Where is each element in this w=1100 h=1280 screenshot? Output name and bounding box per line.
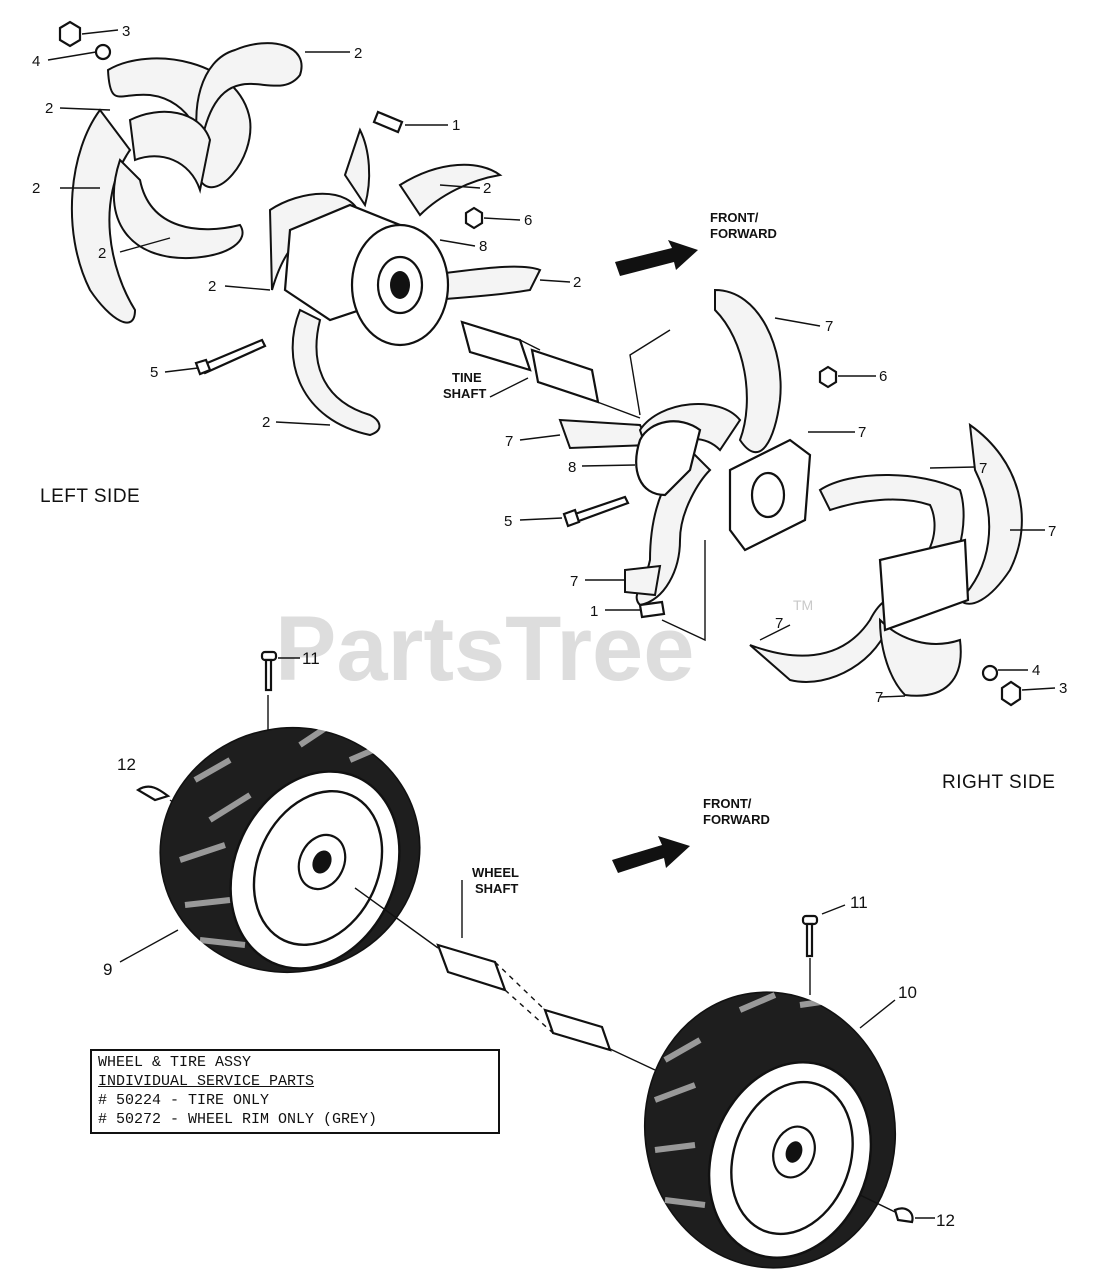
right-tine-assembly: 7 6 7 7 8 7 7 5 7 1 7 4 3 7 [504,288,1067,707]
left-side-label: LEFT SIDE [40,486,140,507]
callout-number: 5 [504,513,512,530]
clevis-pin [805,922,814,958]
callout-number: 7 [875,689,883,706]
right-hub-bore [750,471,786,519]
right-wheel-hub-hole [785,1141,803,1163]
left-wheel-hub-hole [312,850,332,874]
left-tine-blade [195,42,303,151]
clevis-pin [264,658,273,692]
clevis-pin [260,650,278,662]
front-forward-arrow: FRONT/ FORWARD [612,796,770,873]
left-tine-blade [429,265,542,302]
callout-number: 2 [208,278,216,295]
tine-shaft-label: TINE [452,370,482,385]
lock-washer [981,664,999,682]
long-bolt [570,495,630,524]
callout-number: 7 [570,573,578,590]
callout-number: 7 [825,318,833,335]
left-tine-blade [112,158,244,260]
long-bolt-head [194,358,212,376]
wheel-shaft-label: SHAFT [475,881,518,896]
callout-number: 2 [573,274,581,291]
service-box-title: WHEEL & TIRE ASSY [98,1054,252,1071]
lock-washer [94,43,112,61]
front-forward-arrow: FRONT/ FORWARD [615,210,777,276]
tine-shaft-label: SHAFT [443,386,486,401]
callout-number: 12 [117,755,136,774]
hex-nut [818,365,838,389]
hex-nut [58,20,82,48]
right-tine-blade [714,288,782,454]
callout-number: 1 [452,117,460,134]
right-wheel-assembly: 11 10 12 [643,893,955,1269]
tine-shaft: TINE SHAFT [443,320,641,419]
left-tine-assembly: 3 4 2 2 1 2 2 6 8 2 2 2 5 2 [32,20,581,437]
callout-number: 2 [45,100,53,117]
right-tine-blade [878,617,962,697]
callout-number: 7 [979,460,987,477]
right-tine-blade [958,422,1023,605]
right-hub-flange [635,420,702,497]
hex-nut [464,206,484,230]
service-parts-box: WHEEL & TIRE ASSY INDIVIDUAL SERVICE PAR… [90,1049,500,1134]
hairpin-clip [893,1207,914,1224]
callout-number: 5 [150,364,158,381]
watermark-tm: TM [793,597,813,613]
right-tine-blade [624,564,662,597]
clevis-pin [801,914,819,926]
hairpin-clip [135,785,171,802]
callout-number: 3 [122,23,130,40]
direction-label: FRONT/ [710,210,759,225]
callout-number: 12 [936,1211,955,1230]
callout-number: 2 [483,180,491,197]
direction-label: FORWARD [710,226,777,241]
direction-label: FRONT/ [703,796,752,811]
callout-number: 4 [1032,662,1040,679]
callout-number: 6 [524,212,532,229]
callout-number: 7 [775,615,783,632]
callout-number: 4 [32,53,40,70]
left-tine-blade [291,308,381,437]
right-side-label: RIGHT SIDE [942,772,1055,793]
callout-number: 9 [103,960,112,979]
wheel-shaft-label: WHEEL [472,865,519,880]
callout-number: 2 [262,414,270,431]
callout-number: 11 [850,893,868,912]
service-box-item: # 50224 - TIRE ONLY [98,1092,270,1109]
callout-number: 3 [1059,680,1067,697]
callout-number: 8 [479,238,487,255]
service-box-subtitle: INDIVIDUAL SERVICE PARTS [98,1073,315,1090]
callout-number: 1 [590,603,598,620]
hex-bolt [638,600,666,619]
callout-number: 10 [898,983,917,1002]
hex-bolt [372,110,404,134]
hex-nut [1000,680,1022,707]
right-mount-plate [878,538,970,632]
callout-number: 8 [568,459,576,476]
callout-number: 7 [505,433,513,450]
callout-number: 11 [302,649,320,668]
watermark-text: PartsTree [275,598,694,700]
callout-number: 7 [1048,523,1056,540]
callout-number: 6 [879,368,887,385]
right-tine-blade [749,600,892,683]
right-tine-blade [558,418,652,450]
left-hub-bore-hole [390,271,410,299]
callout-number: 7 [858,424,866,441]
long-bolt-head [562,508,581,528]
wheel-shaft: WHEEL SHAFT [354,865,656,1071]
callout-number: 2 [354,45,362,62]
callout-number: 2 [98,245,106,262]
callout-number: 2 [32,180,40,197]
left-wheel-assembly: 11 12 9 [103,649,421,979]
left-tine-blade [128,110,212,194]
left-tine-blade [343,127,371,208]
service-box-item: # 50272 - WHEEL RIM ONLY (GREY) [98,1111,378,1128]
left-tine-blade [398,163,503,217]
direction-label: FORWARD [703,812,770,827]
